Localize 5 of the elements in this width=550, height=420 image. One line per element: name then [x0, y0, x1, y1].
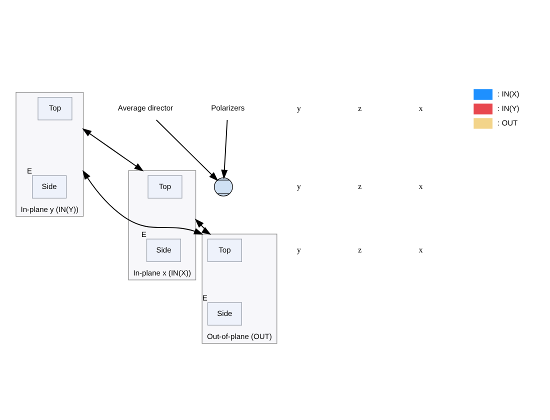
arrow [221, 119, 228, 179]
arrow [82, 170, 204, 234]
arrow [194, 218, 212, 234]
arrow [156, 119, 218, 181]
arrow [82, 128, 144, 171]
